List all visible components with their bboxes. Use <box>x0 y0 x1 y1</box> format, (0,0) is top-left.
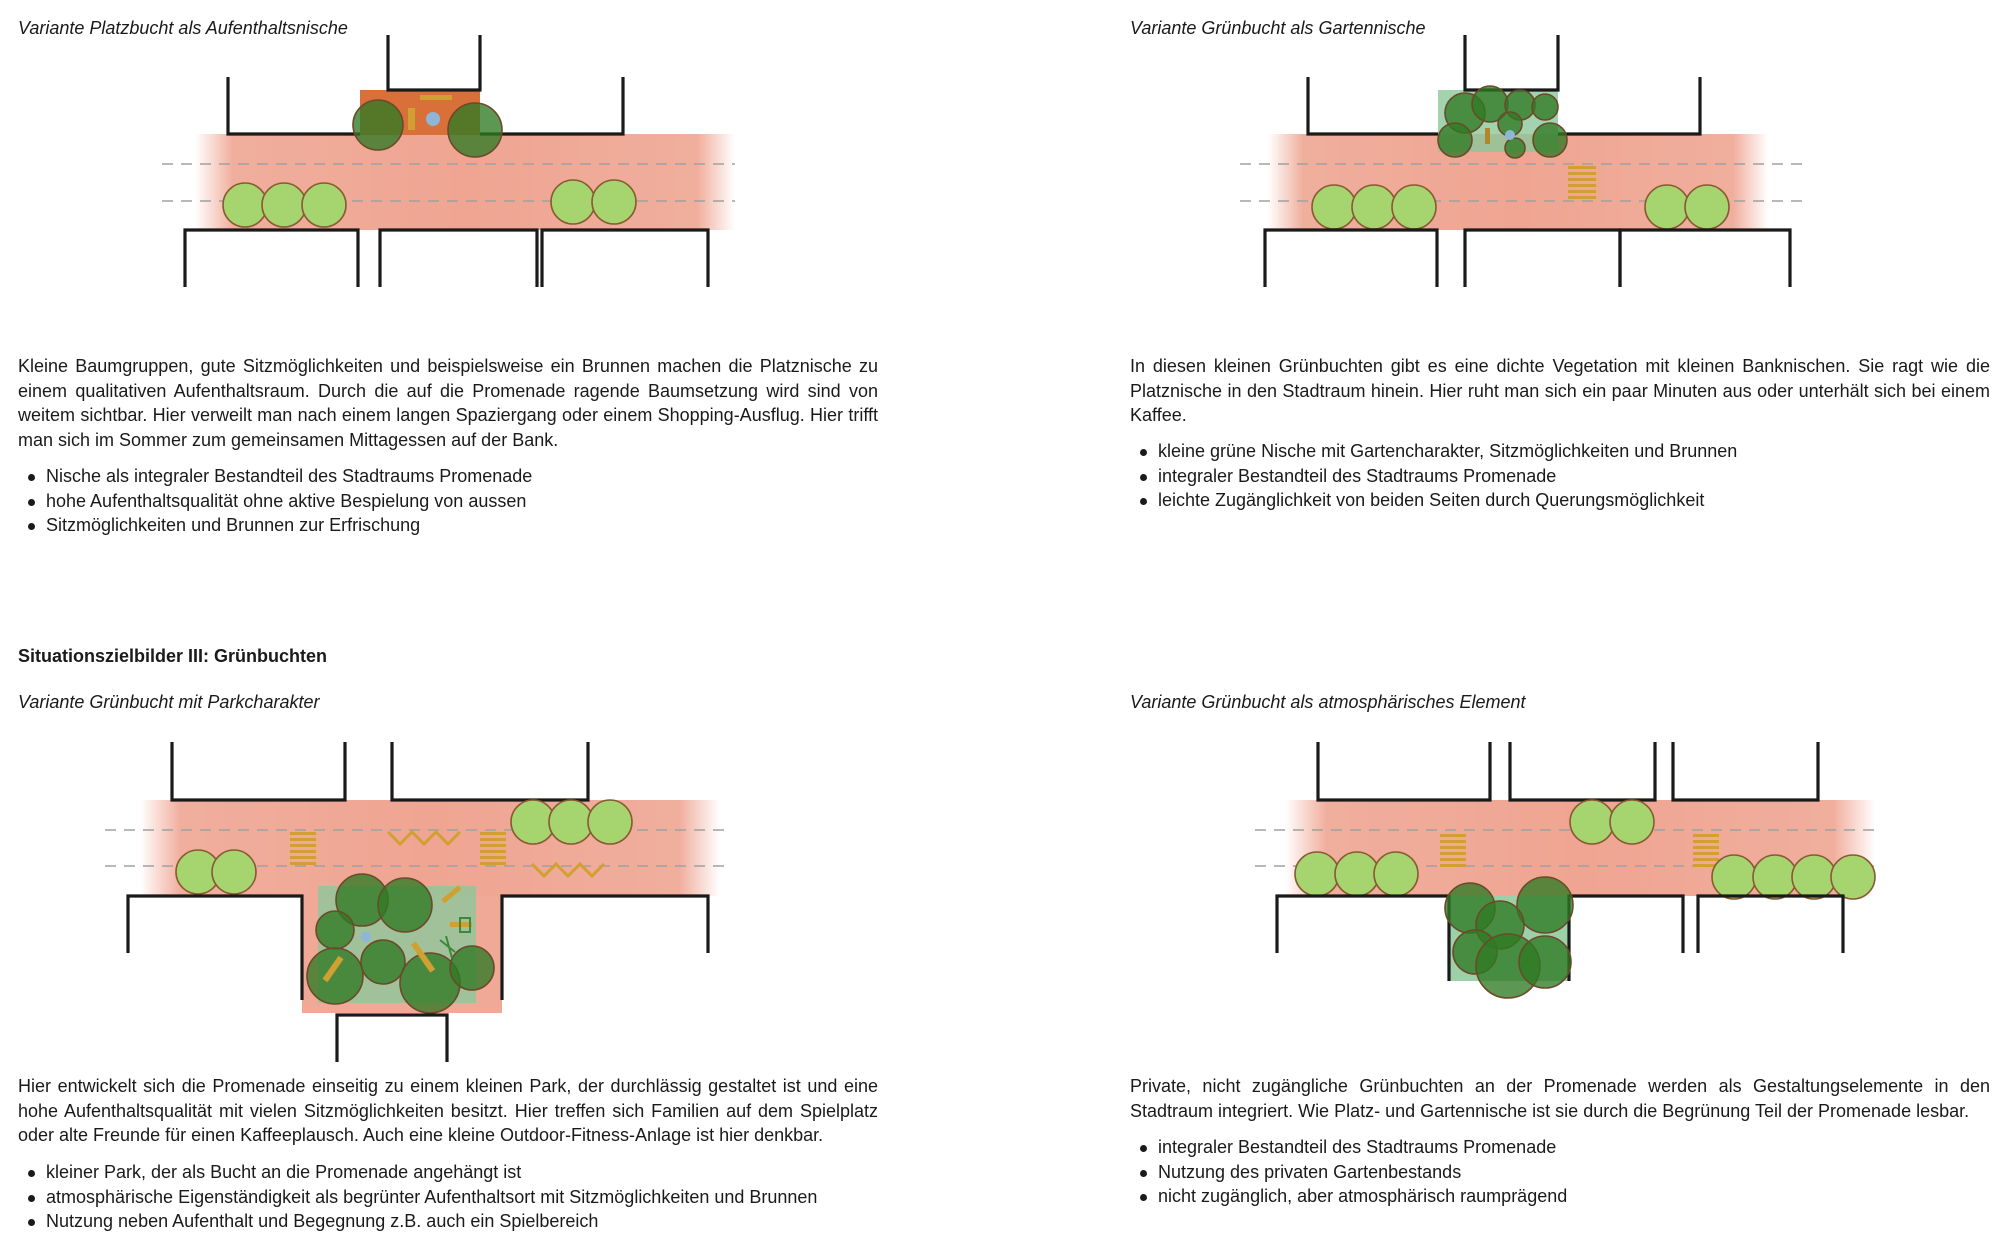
list-item: hohe Aufenthaltsqualität ohne aktive Bes… <box>18 489 878 514</box>
bullet-list-platz: Nische als integraler Bestandteil des St… <box>18 464 878 538</box>
list-item: Nische als integraler Bestandteil des St… <box>18 464 878 489</box>
panel-text-garten: In diesen kleinen Grünbuchten gibt es ei… <box>1130 356 1990 425</box>
panel-title-garten: Variante Grünbucht als Gartennische <box>1130 18 1426 38</box>
panel-title-platz: Variante Platzbucht als Aufenthaltsnisch… <box>18 18 348 38</box>
diagram-gartennische <box>1240 35 1810 287</box>
bullet-list-atmo: integraler Bestandteil des Stadtraums Pr… <box>1130 1135 1990 1209</box>
bullet-list-garten: kleine grüne Nische mit Gartencharakter,… <box>1130 439 1990 513</box>
section-heading: Situationszielbilder III: Grünbuchten <box>18 646 328 666</box>
list-item: leichte Zugänglichkeit von beiden Seiten… <box>1130 488 1990 513</box>
list-item: atmosphärische Eigenständigkeit als begr… <box>18 1185 878 1210</box>
diagram-parkcharakter <box>105 742 728 1062</box>
list-item: nicht zugänglich, aber atmosphärisch rau… <box>1130 1184 1990 1209</box>
bullet-list-park: kleiner Park, der als Bucht an die Prome… <box>18 1160 878 1234</box>
list-item: kleine grüne Nische mit Gartencharakter,… <box>1130 439 1990 464</box>
panel-text-platz: Kleine Baumgruppen, gute Sitzmöglichkeit… <box>18 356 878 450</box>
panel-title-atmo: Variante Grünbucht als atmosphärisches E… <box>1130 692 1526 712</box>
list-item: integraler Bestandteil des Stadtraums Pr… <box>1130 1135 1990 1160</box>
list-item: Sitzmöglichkeiten und Brunnen zur Erfris… <box>18 513 878 538</box>
list-item: integraler Bestandteil des Stadtraums Pr… <box>1130 464 1990 489</box>
list-item: Nutzung neben Aufenthalt und Begegnung z… <box>18 1209 878 1234</box>
diagram-platzbucht <box>162 35 735 287</box>
panel-text-park: Hier entwickelt sich die Promenade einse… <box>18 1076 878 1145</box>
diagram-atmosphaerisch <box>1255 742 1878 999</box>
list-item: kleiner Park, der als Bucht an die Prome… <box>18 1160 878 1185</box>
panel-text-atmo: Private, nicht zugängliche Grünbuchten a… <box>1130 1076 1990 1121</box>
panel-title-park: Variante Grünbucht mit Parkcharakter <box>18 692 320 712</box>
list-item: Nutzung des privaten Gartenbestands <box>1130 1160 1990 1185</box>
